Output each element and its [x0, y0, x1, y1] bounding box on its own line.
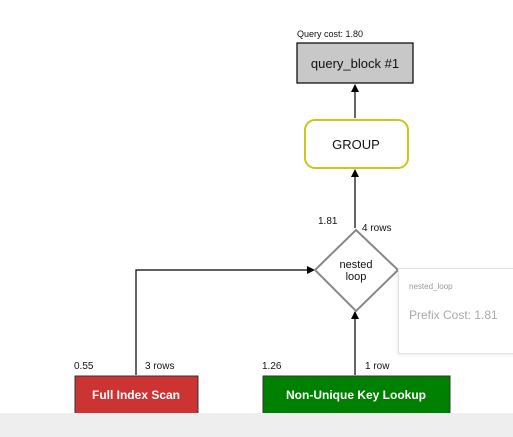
- edge-full-index-scan-to-nested-loop: [135, 266, 315, 375]
- nested-loop-label-line1: nested: [339, 259, 372, 271]
- query-cost-label: Query cost: 1.80: [297, 29, 363, 39]
- lookup-cost: 1.26: [262, 361, 282, 372]
- query-block-box: [296, 42, 414, 84]
- nested-loop-rows: 4 rows: [362, 223, 391, 234]
- node-tooltip: nested_loop Prefix Cost: 1.81: [398, 268, 513, 354]
- full-index-scan-node[interactable]: Full Index Scan: [74, 375, 199, 415]
- nested-loop-cost: 1.81: [318, 216, 338, 227]
- group-box: [304, 119, 409, 169]
- tooltip-prefix-cost: Prefix Cost: 1.81: [409, 308, 498, 322]
- query-block-label: query_block #1: [311, 56, 399, 71]
- full-index-scan-label: Full Index Scan: [92, 388, 180, 402]
- lookup-rows: 1 row: [365, 361, 390, 372]
- nested-loop-label-line2: loop: [346, 271, 367, 283]
- query-block-node[interactable]: query_block #1: [296, 42, 414, 84]
- nested-loop-node[interactable]: nested loop: [313, 228, 400, 313]
- group-label: GROUP: [332, 137, 380, 152]
- non-unique-lookup-node[interactable]: Non-Unique Key Lookup: [262, 375, 451, 415]
- full-index-scan-rows: 3 rows: [145, 361, 174, 372]
- full-index-scan-cost: 0.55: [74, 361, 94, 372]
- nested-loop-diamond: [313, 228, 400, 313]
- tooltip-title: nested_loop: [409, 282, 453, 291]
- bottom-panel: [0, 413, 513, 437]
- full-index-scan-box: [74, 375, 199, 415]
- non-unique-lookup-label: Non-Unique Key Lookup: [286, 388, 426, 402]
- non-unique-lookup-box: [262, 375, 451, 415]
- group-node[interactable]: GROUP: [304, 119, 409, 169]
